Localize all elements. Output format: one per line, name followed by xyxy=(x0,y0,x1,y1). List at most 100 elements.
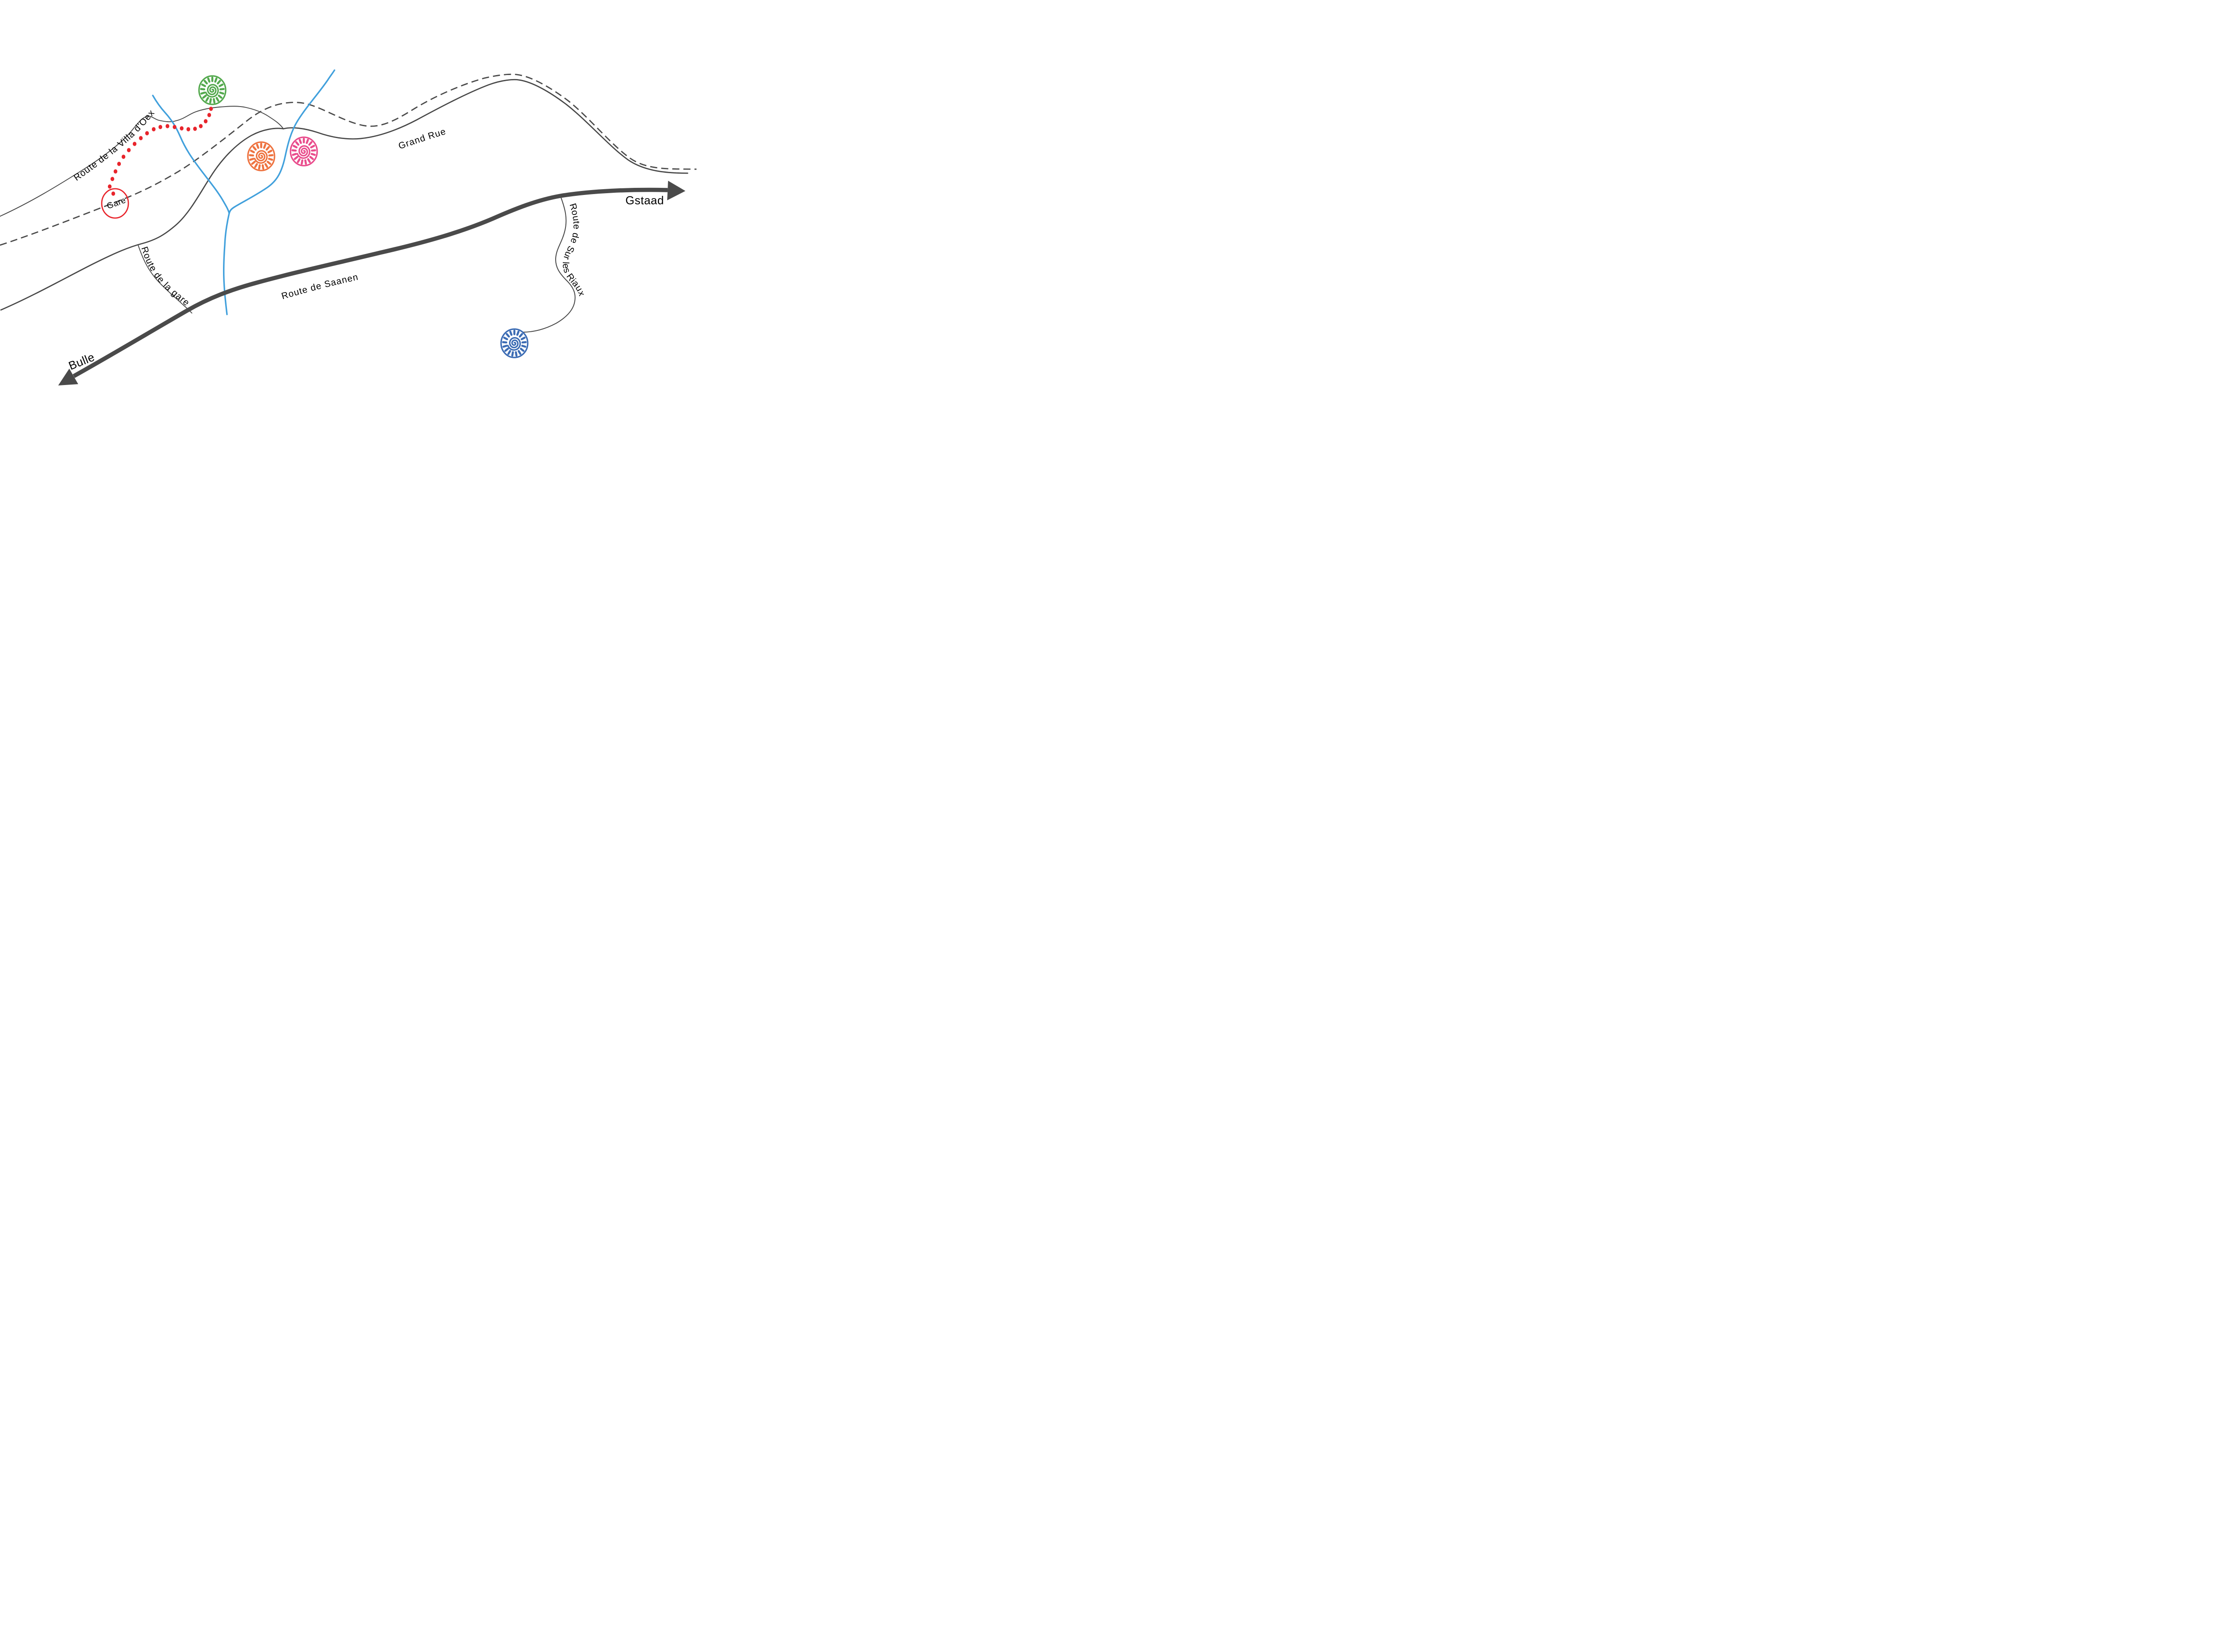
marker-outer-ring xyxy=(290,136,318,167)
trail-dot xyxy=(209,107,213,111)
marker-ray xyxy=(200,91,206,95)
marker-ray xyxy=(299,139,302,144)
marker-ray xyxy=(251,161,256,165)
marker-ray xyxy=(209,98,212,104)
trail-dot xyxy=(139,136,143,140)
trail-dot xyxy=(111,191,115,196)
rivers-layer xyxy=(152,69,335,315)
marker-ray xyxy=(203,79,208,85)
marker-ray xyxy=(267,161,271,165)
trail-dot xyxy=(203,119,208,123)
marker-ray xyxy=(521,345,526,348)
marker-spiral xyxy=(296,145,310,159)
trail-dot xyxy=(199,124,203,128)
marker-ray xyxy=(205,97,209,102)
marker-ray xyxy=(519,333,523,338)
marker-ray xyxy=(252,146,257,151)
trail-dot xyxy=(113,169,118,174)
trail-dot xyxy=(121,155,126,159)
sun-spiral-icon-blue xyxy=(500,328,529,358)
trail-dot xyxy=(172,125,177,129)
marker-ray xyxy=(295,141,299,146)
gare-label: Gare xyxy=(106,195,127,211)
marker-ray xyxy=(250,150,255,154)
marker-outer-ring xyxy=(500,328,529,358)
trail-dot xyxy=(186,127,191,131)
marker-ray xyxy=(218,95,223,99)
marker-ray xyxy=(521,337,526,341)
marker-ray xyxy=(201,83,206,87)
marker-ray xyxy=(503,337,508,341)
marker-spiral xyxy=(254,150,268,164)
marker-outer-ring xyxy=(247,141,275,171)
trail-dot xyxy=(145,131,149,135)
marker-outer-ring xyxy=(198,75,227,105)
marker-ray xyxy=(207,77,211,83)
marker-ray xyxy=(307,158,311,163)
marker-ray xyxy=(304,159,307,165)
sun-spiral-icon-green xyxy=(198,75,227,105)
marker-ray xyxy=(294,156,299,160)
marker-ray xyxy=(263,143,267,149)
walking-trail-dots xyxy=(107,107,213,196)
grand-rue-label: Grand Rue xyxy=(397,126,447,151)
gare-circle xyxy=(101,188,129,219)
marker-ray xyxy=(509,330,513,336)
road-route-de-la-villa-doex xyxy=(0,106,284,217)
bulle-label: Bulle xyxy=(67,350,96,372)
highway-line xyxy=(72,187,668,378)
marker-ray xyxy=(310,153,316,156)
marker-ray xyxy=(219,83,224,87)
marker-ray xyxy=(202,95,207,99)
marker-ray xyxy=(502,345,508,348)
marker-spiral xyxy=(507,337,521,351)
riaux-road-label: Route de Sur les Riaux xyxy=(561,202,587,298)
marker-ray xyxy=(517,350,521,355)
marker-ray xyxy=(511,351,514,357)
highway-route-de-saanen xyxy=(58,181,685,385)
map-canvas: Gare Route de la Villa d'Oex Grand Rue R… xyxy=(0,0,697,432)
road-grand-rue-west xyxy=(0,127,284,311)
marker-ray xyxy=(308,141,313,146)
trail-dot xyxy=(107,184,112,189)
labels-layer: Route de la Villa d'Oex Grand Rue Route … xyxy=(67,107,664,373)
trail-dot xyxy=(165,124,170,128)
marker-ray xyxy=(217,79,221,85)
marker-ray xyxy=(504,348,509,352)
marker-ray xyxy=(505,333,510,338)
marker-ray xyxy=(507,350,511,355)
river-main xyxy=(223,212,230,315)
gstaad-label: Gstaad xyxy=(625,194,664,207)
marker-ray xyxy=(291,149,297,152)
marker-ray xyxy=(267,150,273,154)
trail-dot xyxy=(207,113,211,117)
gare-road-label: Route de la gare xyxy=(139,245,191,308)
road-grand-rue xyxy=(283,79,689,174)
trail-dot xyxy=(132,142,137,146)
marker-ray xyxy=(215,97,219,102)
river-east-branch xyxy=(228,69,335,214)
sun-spiral-icon-orange xyxy=(247,141,275,171)
marker-ray xyxy=(310,145,315,149)
marker-ray xyxy=(219,91,224,95)
marker-ray xyxy=(264,163,268,168)
trail-dot xyxy=(151,127,156,131)
trail-dot xyxy=(110,177,115,181)
marker-ray xyxy=(256,143,259,149)
road-route-de-sur-les-riaux xyxy=(522,197,576,333)
marker-ray xyxy=(310,149,316,152)
marker-ray xyxy=(249,158,255,161)
railway-dashed-line xyxy=(0,73,697,246)
marker-ray xyxy=(254,163,258,168)
marker-ray xyxy=(214,77,218,83)
river-west-branch xyxy=(152,95,230,214)
trail-dot xyxy=(117,162,121,166)
marker-ray xyxy=(520,348,525,352)
sun-spiral-icon-pink xyxy=(290,136,318,167)
bulle-arrowhead-icon xyxy=(58,369,78,385)
trail-dot xyxy=(193,127,197,131)
trail-dot xyxy=(127,148,131,152)
trail-dot xyxy=(158,125,163,129)
marker-ray xyxy=(297,158,301,163)
marker-ray xyxy=(292,153,297,156)
